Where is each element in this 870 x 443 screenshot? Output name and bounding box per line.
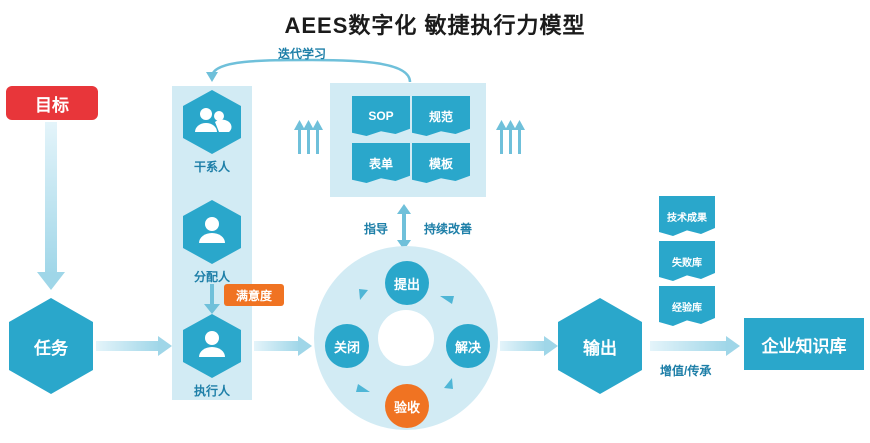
iterate-arrowhead bbox=[206, 72, 218, 82]
cycle-node-close: 关闭 bbox=[325, 324, 369, 368]
role-stakeholder-label: 干系人 bbox=[194, 160, 231, 174]
goal-task-arrow bbox=[45, 122, 57, 276]
users-icon bbox=[195, 108, 232, 132]
goal-box: 目标 bbox=[6, 86, 98, 120]
iterate-label: 迭代学习 bbox=[278, 47, 327, 61]
assigner-hexagon bbox=[183, 200, 241, 264]
user-icon bbox=[199, 331, 225, 357]
executor-cycle-arrow bbox=[254, 341, 300, 351]
output-kb-arrow bbox=[650, 341, 728, 351]
doc-experience-library: 经验库 bbox=[659, 286, 715, 326]
assign-arrowhead bbox=[204, 304, 220, 314]
up-arrows-right bbox=[496, 120, 525, 154]
doc-form: 表单 bbox=[352, 143, 410, 183]
assign-arrow bbox=[210, 284, 214, 306]
output-kb-arrowhead bbox=[726, 336, 740, 356]
executor-hexagon bbox=[183, 314, 241, 378]
role-executor-label: 执行人 bbox=[194, 384, 231, 398]
task-executor-arrowhead bbox=[158, 336, 172, 356]
guide-arrowhead-up bbox=[397, 204, 411, 214]
executor-cycle-arrowhead bbox=[298, 336, 312, 356]
task-hexagon bbox=[9, 298, 93, 394]
satisfaction-tag: 满意度 bbox=[224, 284, 284, 306]
stakeholder-hexagon bbox=[183, 90, 241, 154]
user-icon bbox=[199, 217, 225, 243]
task-executor-arrow bbox=[96, 341, 160, 351]
cycle-arrows bbox=[356, 289, 454, 392]
guide-improve-arrow bbox=[402, 212, 406, 242]
improve-label: 持续改善 bbox=[424, 222, 473, 236]
cycle-output-arrow bbox=[500, 341, 546, 351]
guide-label: 指导 bbox=[364, 222, 389, 236]
cycle-node-solve: 解决 bbox=[446, 324, 490, 368]
doc-template: 模板 bbox=[412, 143, 470, 183]
doc-tech-achievements: 技术成果 bbox=[659, 196, 715, 236]
iterate-arc bbox=[210, 58, 412, 83]
page-title: AEES数字化 敏捷执行力模型 bbox=[284, 13, 586, 38]
doc-failure-library: 失败库 bbox=[659, 241, 715, 281]
output-label: 输出 bbox=[583, 338, 617, 358]
cycle-center bbox=[378, 310, 434, 366]
knowledge-base-box: 企业知识库 bbox=[744, 318, 864, 370]
task-label: 任务 bbox=[34, 338, 68, 358]
cycle-output-arrowhead bbox=[544, 336, 558, 356]
doc-sop: SOP bbox=[352, 96, 410, 136]
goal-task-arrowhead bbox=[37, 272, 65, 290]
cycle-node-verify: 验收 bbox=[385, 384, 429, 428]
doc-spec: 规范 bbox=[412, 96, 470, 136]
role-assigner-label: 分配人 bbox=[194, 270, 231, 284]
cycle-node-propose: 提出 bbox=[385, 261, 429, 305]
up-arrows-left bbox=[294, 120, 323, 154]
output-hexagon bbox=[558, 298, 642, 394]
value-label: 增值/传承 bbox=[660, 364, 712, 378]
guide-arrowhead-down bbox=[397, 240, 411, 250]
